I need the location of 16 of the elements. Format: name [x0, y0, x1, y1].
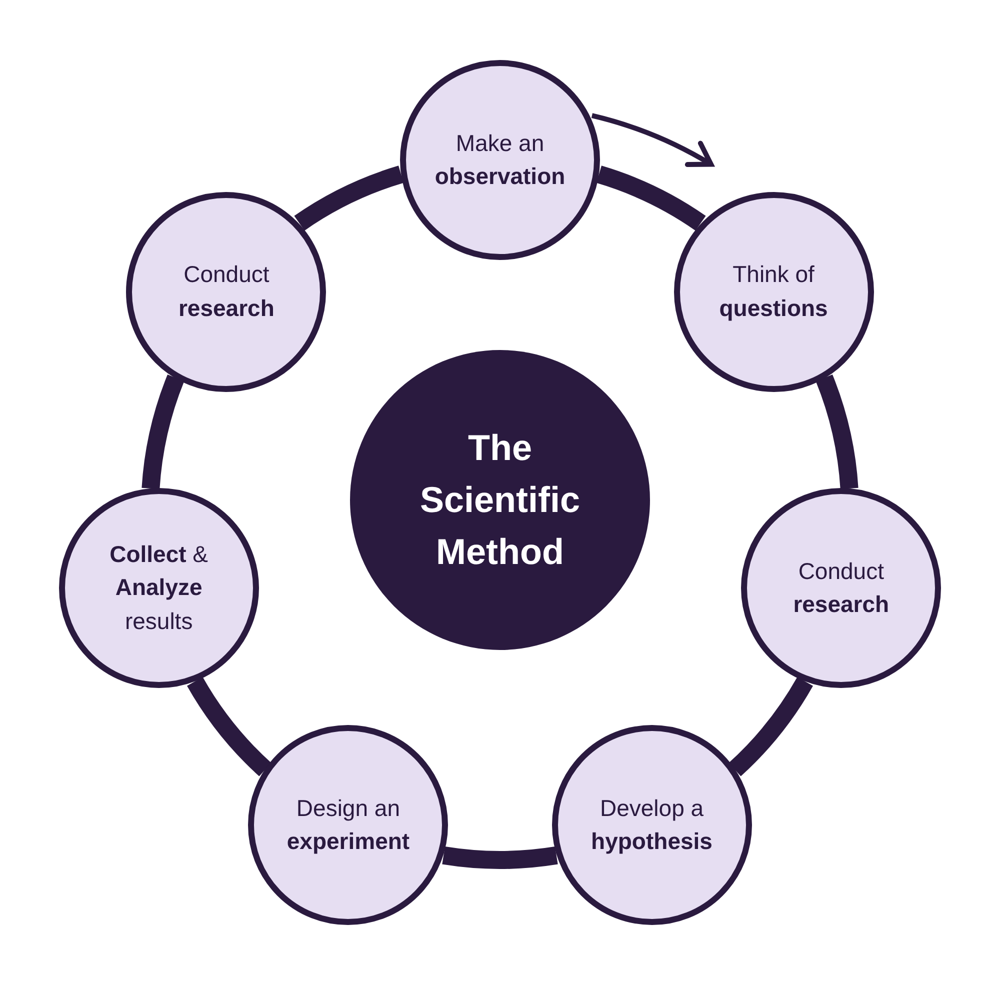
step-label: Conduct research — [177, 260, 276, 323]
step-label: Make an observation — [434, 128, 566, 191]
step-label: Develop a hypothesis — [590, 794, 714, 856]
ring-segment — [294, 166, 404, 231]
curved-arrow — [591, 113, 714, 168]
ring-segment — [816, 374, 858, 490]
step-label: Think of questions — [718, 260, 829, 323]
ring-segment — [728, 676, 813, 776]
ring-segment — [142, 374, 184, 490]
ring-segment — [596, 166, 706, 231]
ring-segment — [442, 846, 558, 869]
ring-segment — [187, 676, 272, 776]
title-text: The Scientific Method — [418, 426, 582, 574]
step-label: Conduct research — [792, 556, 890, 620]
step-label: Design an experiment — [286, 794, 411, 856]
step-label: Collect & Analyze results — [108, 540, 210, 636]
